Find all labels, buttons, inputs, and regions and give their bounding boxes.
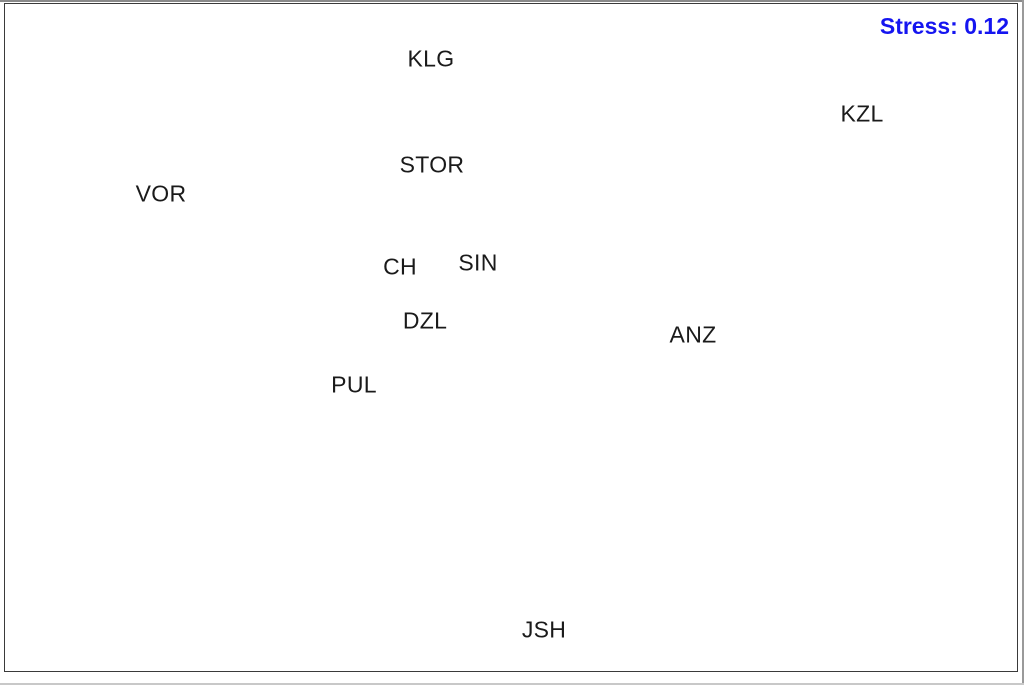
point-label-pul: PUL bbox=[331, 371, 377, 398]
point-label-anz: ANZ bbox=[669, 321, 717, 348]
point-label-ch: CH bbox=[383, 253, 417, 280]
point-label-vor: VOR bbox=[135, 180, 187, 207]
stress-annotation: Stress: 0.12 bbox=[879, 13, 1009, 39]
point-label-stor: STOR bbox=[399, 151, 465, 178]
point-label-jsh: JSH bbox=[521, 616, 567, 643]
point-label-sin: SIN bbox=[458, 249, 498, 276]
frame-edge-bottom bbox=[0, 683, 1024, 685]
point-label-klg: KLG bbox=[407, 45, 455, 72]
plot-frame: KLG KZL STOR VOR CH SIN DZL ANZ PUL JSH Stress: 0… bbox=[4, 3, 1018, 672]
frame-edge-top bbox=[0, 0, 1024, 2]
point-label-dzl: DZL bbox=[402, 307, 448, 334]
frame-edge-right bbox=[1022, 0, 1024, 685]
point-label-kzl: KZL bbox=[840, 100, 884, 127]
